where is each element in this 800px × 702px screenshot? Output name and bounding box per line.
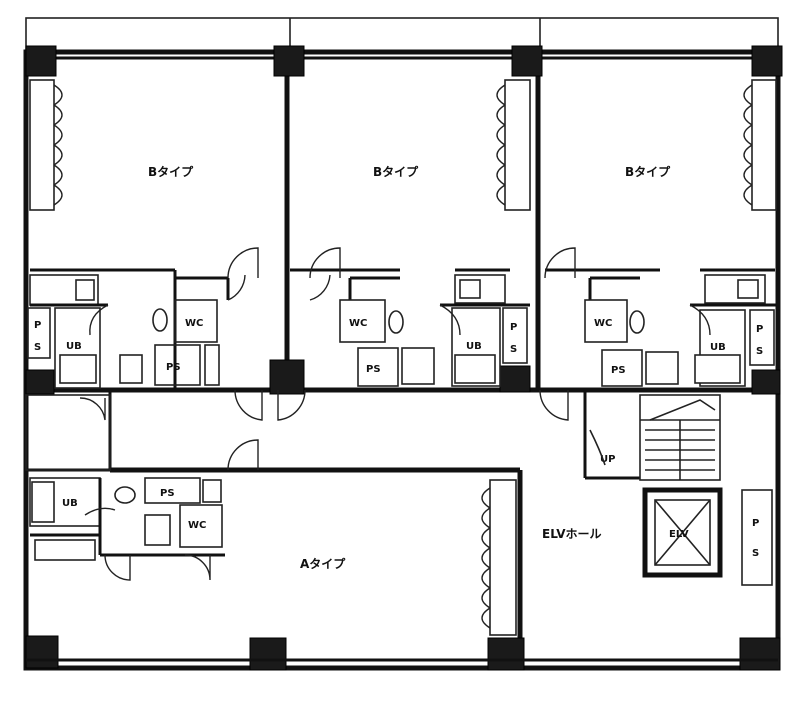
column: [25, 635, 59, 669]
room-label-b-right: Bタイプ: [625, 164, 671, 179]
column: [487, 637, 525, 671]
ps-shaft: [749, 309, 775, 366]
room-label-b-left: Bタイプ: [148, 164, 194, 179]
wc-label: WC: [188, 520, 206, 531]
ps-label: S: [34, 342, 41, 353]
elevator: [642, 487, 723, 578]
column: [751, 45, 783, 77]
ps-shaft: [357, 347, 399, 387]
toilet-room: [584, 299, 628, 343]
wc-label: WC: [185, 318, 203, 329]
ub-label: UB: [466, 341, 482, 352]
toilet-room: [339, 299, 386, 343]
column: [739, 637, 781, 671]
column: [25, 45, 57, 77]
ub-label: UB: [62, 498, 78, 509]
closet: [504, 79, 531, 211]
ps-shaft: [154, 344, 201, 386]
ps-label: PS: [160, 488, 175, 499]
closet: [29, 79, 55, 211]
closet: [751, 79, 777, 211]
column: [25, 369, 55, 395]
wc-label: WC: [594, 318, 612, 329]
column: [273, 45, 305, 77]
ps-label: P: [510, 322, 517, 333]
column: [249, 637, 287, 671]
ps-shaft: [741, 489, 773, 586]
ps-shaft: [144, 477, 201, 504]
top-balcony-band: [25, 17, 779, 53]
column: [751, 369, 781, 395]
wc-label: WC: [349, 318, 367, 329]
ps-label: PS: [611, 365, 626, 376]
ps-label: S: [756, 346, 763, 357]
unit-bath: [451, 307, 501, 387]
ps-label: P: [752, 518, 759, 529]
ps-shaft: [27, 307, 51, 359]
ub-label: UB: [710, 342, 726, 353]
ps-label: S: [752, 548, 759, 559]
ps-label: S: [510, 344, 517, 355]
column: [511, 45, 543, 77]
unit-bath: [54, 307, 101, 389]
room-label-a-type: Aタイプ: [300, 556, 346, 571]
ps-shaft: [601, 349, 643, 387]
elv-label: ELV: [669, 529, 689, 540]
closet: [489, 479, 517, 636]
ps-label: P: [756, 324, 763, 335]
room-label-elv-hall: ELVホール: [542, 527, 601, 541]
up-label: UP: [600, 454, 615, 465]
ub-label: UB: [66, 341, 82, 352]
room-label-b-mid: Bタイプ: [373, 164, 419, 179]
column: [269, 359, 305, 395]
column: [499, 365, 531, 393]
unit-bath: [699, 309, 746, 387]
ps-label: PS: [166, 362, 181, 373]
ps-label: PS: [366, 364, 381, 375]
ps-shaft: [502, 307, 528, 364]
ps-label: P: [34, 320, 41, 331]
toilet-room: [179, 504, 223, 548]
toilet-room: [174, 299, 218, 343]
